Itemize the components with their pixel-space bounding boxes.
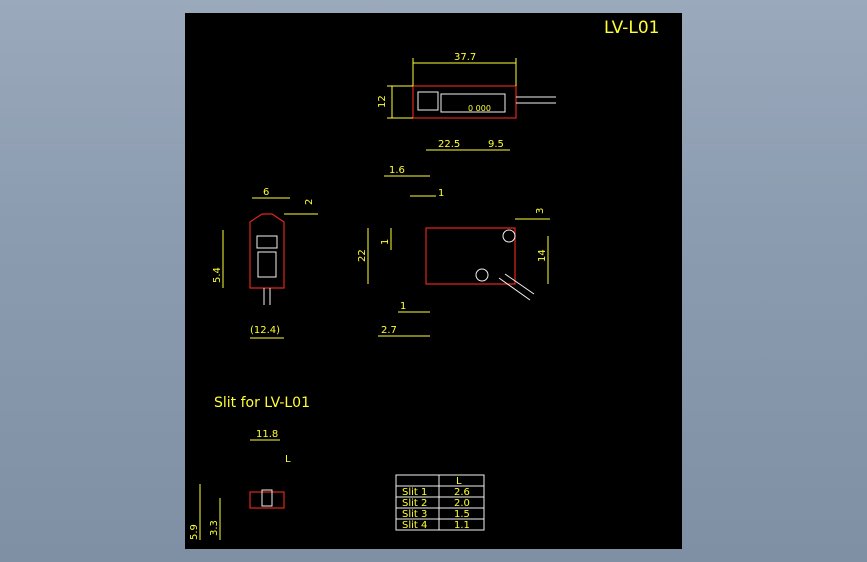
slit-table-name-4: Slit 4: [402, 520, 427, 531]
slit-table-header-l: L: [456, 476, 462, 487]
dim-front-d5: 3: [535, 208, 546, 214]
slit-table-name-1: Slit 1: [402, 487, 427, 498]
drawing-sheet: [185, 13, 682, 549]
dim-top-width: 37.7: [454, 52, 476, 63]
top-view-panel: [440, 93, 506, 113]
top-view: 0 000 37.7 12: [377, 52, 556, 119]
dim-slit-width: 11.8: [256, 429, 278, 440]
slit-table-frame: [395, 474, 485, 531]
side-view: 6 2 5.4 (12.4): [212, 187, 318, 339]
dim-front-d9: 1: [400, 301, 406, 312]
dim-top-height: 12: [377, 95, 388, 108]
side-view-outline: [249, 213, 285, 289]
dim-front-d8: 14: [537, 249, 548, 262]
front-view-outline: [425, 227, 516, 285]
drawing-title: LV-L01: [604, 18, 659, 38]
slit-table-value-1: 2.6: [454, 487, 470, 498]
dim-side-offset: 2: [304, 199, 315, 205]
dim-front-d10: 2.7: [381, 325, 397, 336]
slit-table-value-2: 2.0: [454, 498, 470, 509]
dim-side-height: 5.4: [212, 267, 223, 283]
dim-front-d6: 22: [357, 249, 368, 262]
slit-view: 11.8 L 5.9 3.3: [189, 429, 291, 540]
slit-view-outline: [249, 491, 285, 509]
slit-view-slot: [261, 489, 273, 507]
slit-table-name-2: Slit 2: [402, 498, 427, 509]
front-view-cable-1: [498, 277, 531, 301]
top-view-display: 0 000: [468, 104, 491, 113]
front-view-hole-top: [502, 229, 516, 243]
slit-table-value-3: 1.5: [454, 509, 470, 520]
dim-slit-h1: 5.9: [189, 524, 200, 540]
front-view-cable-2: [504, 273, 535, 295]
slit-table: L Slit 1 2.6 Slit 2 2.0 Slit 3 1.5 Slit …: [395, 474, 485, 531]
dim-front-d3: 1.6: [389, 165, 405, 176]
dim-front-d2: 9.5: [488, 139, 504, 150]
dim-side-width: 6: [263, 187, 269, 198]
dim-front-d4: 1: [438, 188, 444, 199]
dim-front-d1: 22.5: [438, 139, 460, 150]
slit-table-name-3: Slit 3: [402, 509, 427, 520]
side-view-lens: [256, 235, 278, 249]
dim-front-d7: 1: [380, 239, 391, 245]
dim-slit-h2: 3.3: [209, 520, 220, 536]
dim-side-overall: (12.4): [250, 325, 280, 336]
side-view-window: [257, 251, 277, 278]
slit-subtitle: Slit for LV-L01: [214, 395, 310, 411]
front-view: 22.5 9.5 1.6 1 3 22 1 14 1 2.7: [357, 139, 550, 337]
dim-slit-l: L: [285, 454, 291, 465]
slit-table-value-4: 1.1: [454, 520, 470, 531]
top-view-connector: [417, 91, 439, 111]
front-view-hole-bottom: [475, 268, 489, 282]
top-view-body-outline: [412, 85, 517, 119]
